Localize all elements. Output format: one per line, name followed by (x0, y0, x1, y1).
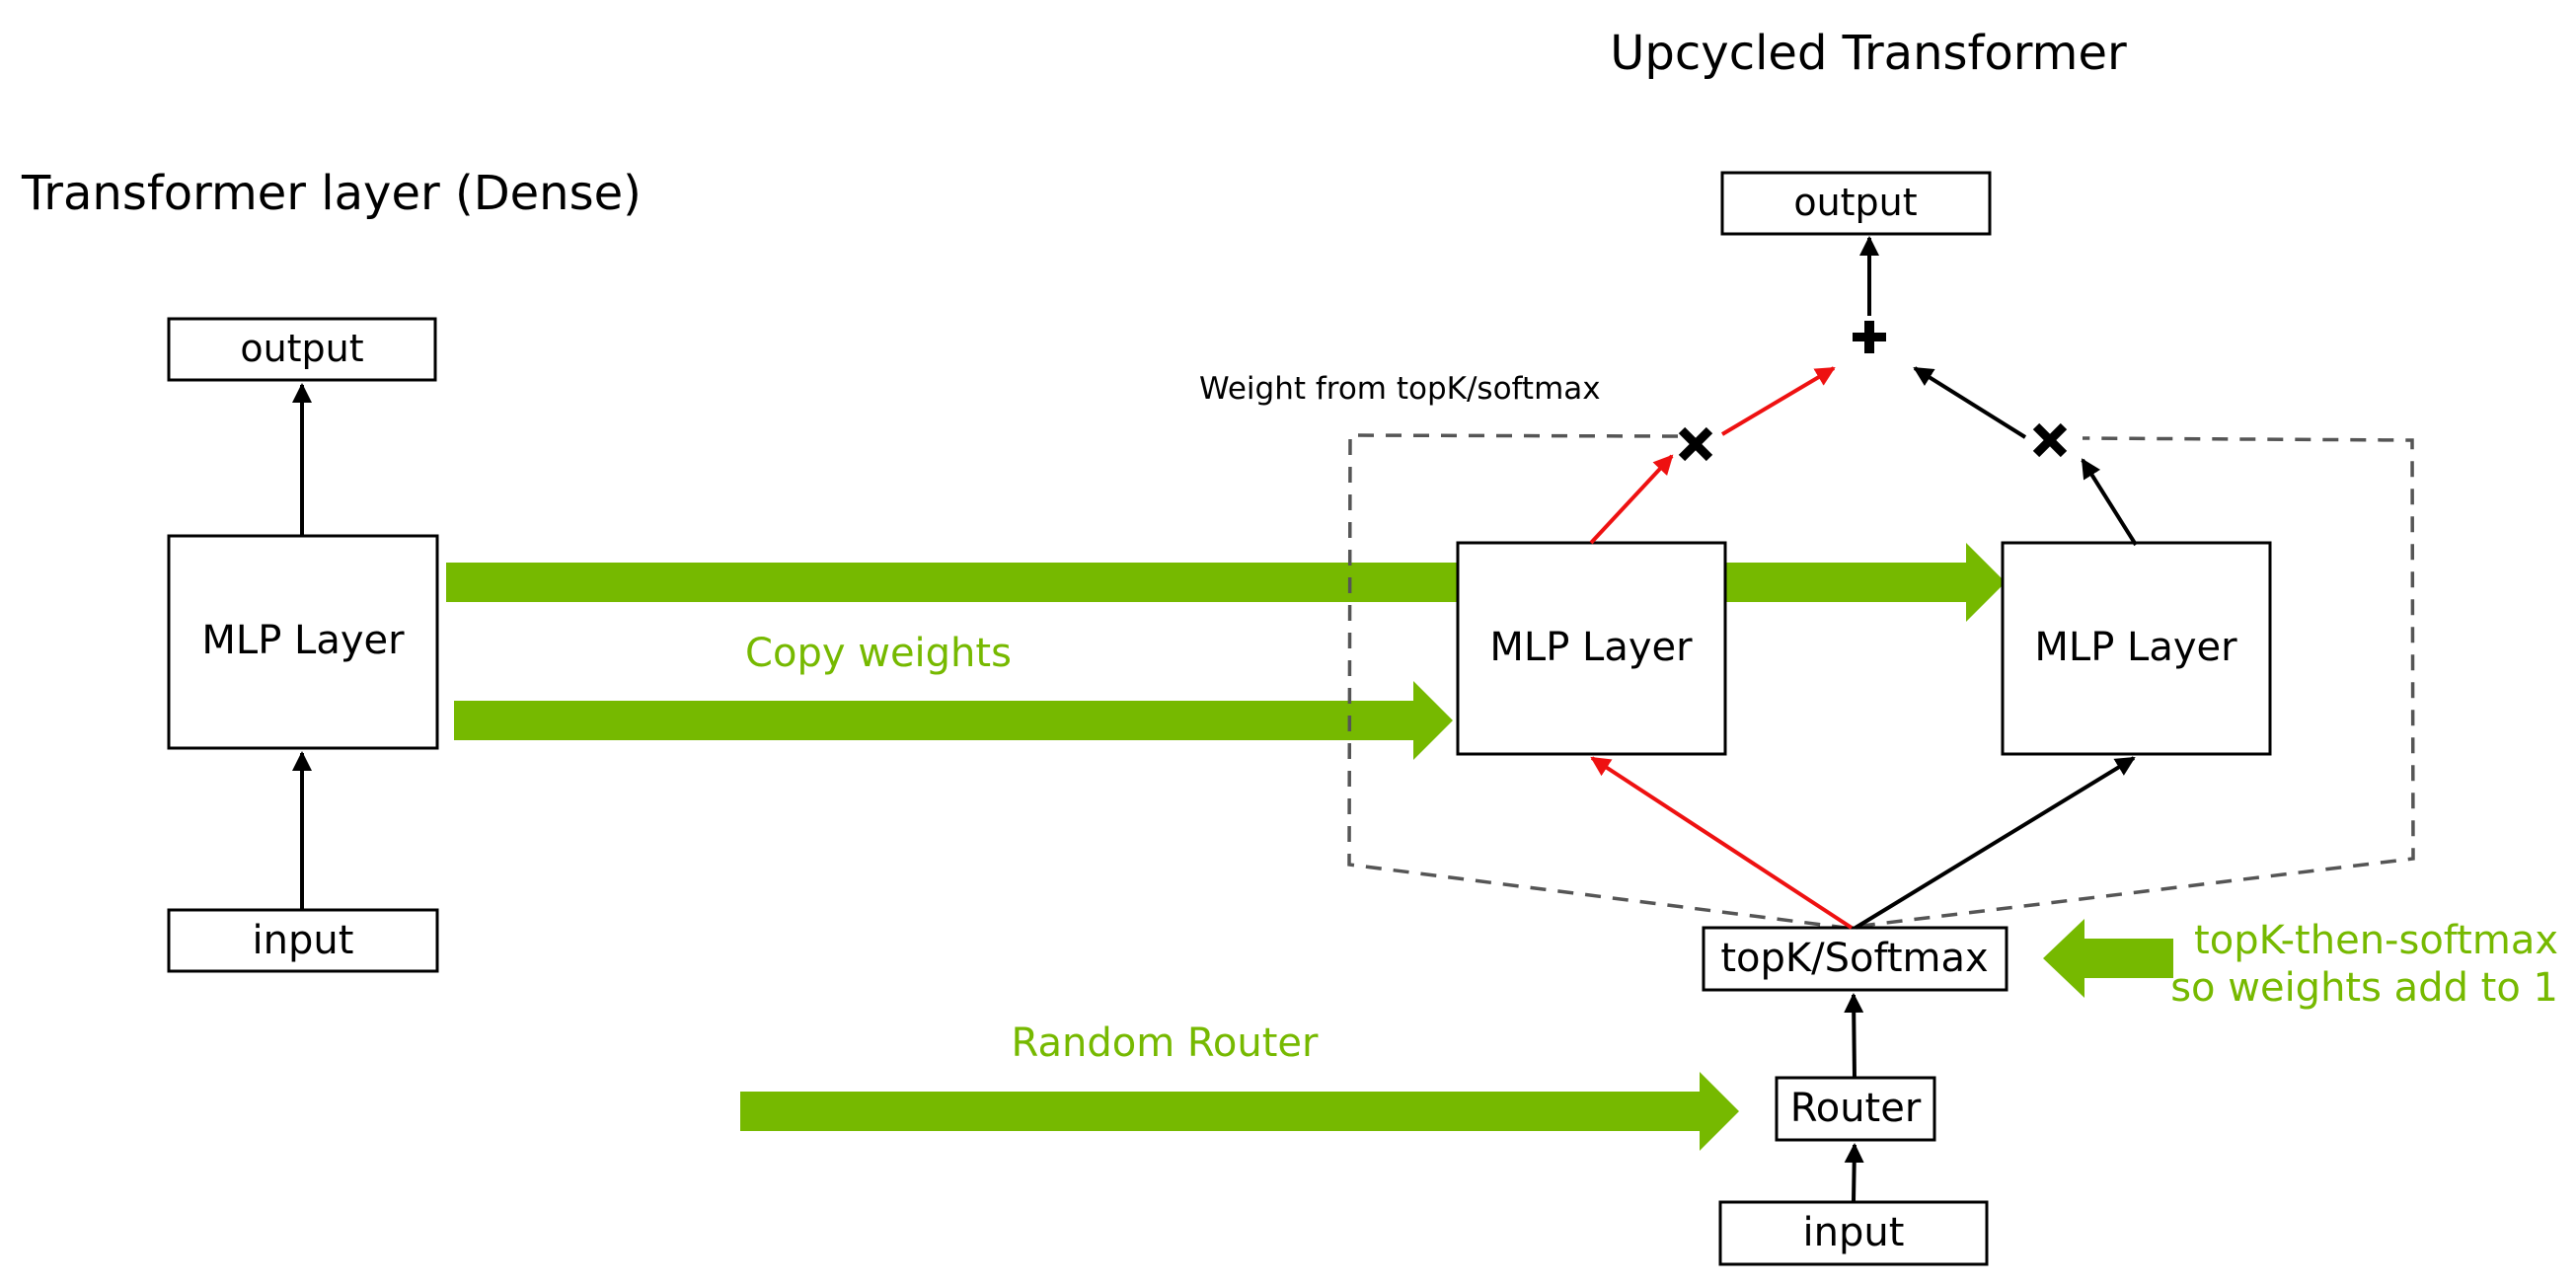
arrow-topk-to-expert-1 (1590, 756, 1854, 930)
router-box: Router (1775, 1076, 1936, 1142)
right-input-box: input (1718, 1200, 1989, 1266)
copy-arrow-bottom (454, 681, 1453, 760)
router-label: Router (1790, 1086, 1922, 1131)
arrow-input-to-router (1844, 1143, 1864, 1203)
arrow-expert-2-to-multiply (2081, 458, 2138, 547)
arrow-topk-to-expert-2 (1854, 756, 2136, 930)
right-panel-title: Upcycled Transformer (1610, 26, 2127, 81)
expert-1-label: MLP Layer (1489, 625, 1693, 670)
left-input-label: input (253, 918, 354, 963)
weight-note: Weight from topK/softmax (1199, 371, 1601, 407)
arrow-multiply-right-to-plus (1913, 366, 2027, 439)
arrow-expert-1-to-multiply (1589, 454, 1674, 545)
left-mlp-box: MLP Layer (167, 534, 439, 750)
left-panel-title: Transformer layer (Dense) (21, 166, 642, 221)
left-mlp-label: MLP Layer (201, 618, 405, 663)
left-output-box: output (167, 317, 437, 382)
topk-note-line-1: topK-then-softmax (2194, 918, 2558, 963)
topk-note-arrow (2043, 919, 2173, 998)
left-output-label: output (240, 327, 363, 370)
topk-note-line-2: so weights add to 1 (2170, 965, 2558, 1011)
expert-2-box: MLP Layer (2001, 541, 2272, 756)
expert-1-box: MLP Layer (1456, 541, 1727, 756)
copy-weights-label: Copy weights (745, 631, 1012, 676)
copy-arrow-top (446, 543, 2006, 622)
multiply-left-icon (1678, 426, 1713, 462)
expert-2-label: MLP Layer (2034, 625, 2237, 670)
topk-softmax-box: topK/Softmax (1702, 926, 2008, 992)
right-output-box: output (1720, 171, 1992, 236)
arrow-multiply-left-to-plus (1720, 366, 1836, 436)
right-output-label: output (1793, 181, 1917, 224)
left-input-box: input (167, 908, 439, 973)
multiply-right-icon (2032, 422, 2068, 458)
right-input-label: input (1803, 1210, 1905, 1255)
sum-plus-icon (1853, 321, 1886, 353)
random-router-label: Random Router (1012, 1020, 1319, 1066)
random-router-arrow (740, 1072, 1739, 1151)
arrow-router-to-topk (1844, 993, 1864, 1079)
topk-softmax-label: topK/Softmax (1720, 936, 1988, 981)
